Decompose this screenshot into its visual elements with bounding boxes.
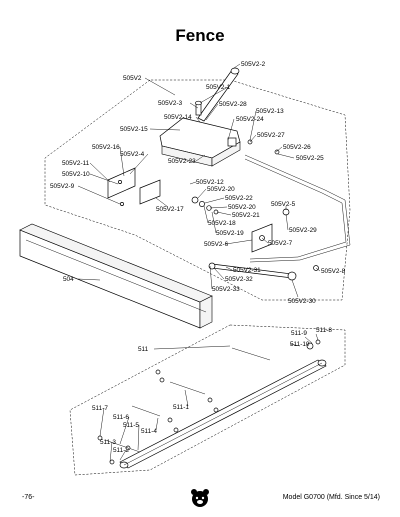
end-plate <box>107 167 161 205</box>
label: 505V2-8 <box>321 268 346 275</box>
label: 505V2-25 <box>296 155 324 162</box>
label: 505V2-24 <box>236 116 264 123</box>
label: 511-10 <box>290 341 310 348</box>
label: 504 <box>63 276 74 283</box>
label: 505V2-20 <box>207 186 235 193</box>
bear-logo-icon <box>191 489 209 507</box>
label: 505V2-28 <box>219 101 247 108</box>
page-number: -76- <box>22 494 35 501</box>
label: 511-1 <box>173 404 189 411</box>
label: 505V2-32 <box>225 276 253 283</box>
label: 511-6 <box>113 414 129 421</box>
page-title: Fence <box>175 26 225 45</box>
part-labels: 505V2 505V2-1 505V2-2 505V2-3 505V2-4 50… <box>50 61 346 454</box>
model-info: Model G0700 (Mfd. Since 5/14) <box>282 494 380 501</box>
label: 511-8 <box>316 327 332 334</box>
label: 511 <box>138 346 149 353</box>
label: 505V2-5 <box>271 201 296 208</box>
label: 511-9 <box>291 330 307 337</box>
label: 505V2-3 <box>158 100 183 107</box>
label: 505V2-26 <box>283 144 311 151</box>
label: 505V2-7 <box>268 240 293 247</box>
label: 505V2-1 <box>206 84 231 91</box>
label: 511-2 <box>113 447 129 454</box>
lock-rod <box>244 154 351 263</box>
label: 505V2-9 <box>50 183 75 190</box>
label: 505V2-17 <box>156 206 184 213</box>
label: 505V2-27 <box>257 132 285 139</box>
label: 505V2-18 <box>208 220 236 227</box>
rail-hardware <box>97 339 321 465</box>
label: 511-4 <box>141 428 157 435</box>
label: 505V2 <box>123 75 142 82</box>
leader-lines <box>77 63 321 463</box>
label: 505V2-2 <box>241 61 266 68</box>
label: 505V2-19 <box>216 230 244 237</box>
label: 505V2-33 <box>212 286 240 293</box>
rail-group-outline <box>69 324 346 476</box>
label: 505V2-23 <box>168 158 196 165</box>
label: 505V2-13 <box>256 108 284 115</box>
front-rail-tube <box>119 359 327 469</box>
rear-rod <box>208 262 297 281</box>
label: 505V2-16 <box>92 144 120 151</box>
label: 505V2-15 <box>120 126 148 133</box>
label: 505V2-30 <box>288 298 316 305</box>
label: 505V2-22 <box>225 195 253 202</box>
label: 505V2-10 <box>62 171 90 178</box>
label: 505V2-4 <box>120 151 145 158</box>
label: 505V2-21 <box>232 212 260 219</box>
fence-face-rail <box>19 223 213 329</box>
label: 505V2-31 <box>233 267 261 274</box>
label: 505V2-29 <box>289 227 317 234</box>
label: 505V2-14 <box>164 114 192 121</box>
fence-body <box>159 117 241 167</box>
label: 511-5 <box>123 422 139 429</box>
handle-lever <box>197 67 240 122</box>
label: 511-7 <box>92 405 108 412</box>
label: 505V2-20 <box>228 204 256 211</box>
knob <box>195 100 202 116</box>
label: 511-3 <box>100 439 116 446</box>
label: 505V2-12 <box>196 179 224 186</box>
label: 505V2-11 <box>62 160 90 167</box>
label: 505V2-6 <box>204 241 229 248</box>
